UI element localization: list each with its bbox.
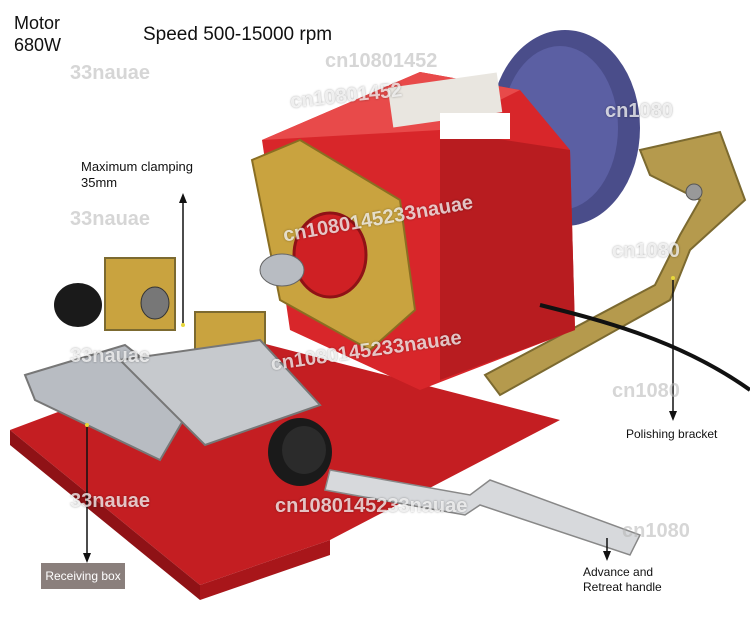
- clamping-label-line1: Maximum clamping: [81, 159, 193, 174]
- watermark: cn1080145233nauae: [275, 495, 468, 517]
- watermark: cn1080: [605, 100, 673, 122]
- drill-chuck: [259, 253, 305, 287]
- motor-label-line1: Motor: [14, 13, 61, 33]
- clamping-label: Maximum clamping 35mm: [81, 159, 193, 191]
- watermark: 33nauae: [70, 208, 151, 230]
- advance-handle: [324, 469, 642, 556]
- knob-left: [54, 283, 102, 327]
- receiving-box-label: Receiving box: [41, 563, 125, 589]
- steel-slide: [117, 338, 322, 447]
- watermark: cn1080: [622, 520, 690, 542]
- advance-label-line1: Advance and: [583, 565, 654, 579]
- motor-label: Motor 680W: [14, 12, 61, 56]
- motor-label-line2: 680W: [14, 35, 62, 55]
- polishing-bracket-label: Polishing bracket: [626, 427, 718, 441]
- speed-label: Speed 500-15000 rpm: [143, 24, 333, 45]
- advance-label-line2: Retreat handle: [583, 580, 662, 594]
- watermark: 33nauae: [70, 62, 151, 84]
- watermark: cn1080: [612, 380, 680, 402]
- advance-handle-label: Advance and Retreat handle: [583, 565, 662, 595]
- watermark: 33nauae: [70, 345, 151, 367]
- watermark: cn10801452: [325, 50, 438, 72]
- power-cable: [539, 303, 750, 392]
- watermark: cn1080: [612, 240, 680, 262]
- clamping-label-line2: 35mm: [81, 175, 118, 190]
- watermark: 33nauae: [70, 490, 151, 512]
